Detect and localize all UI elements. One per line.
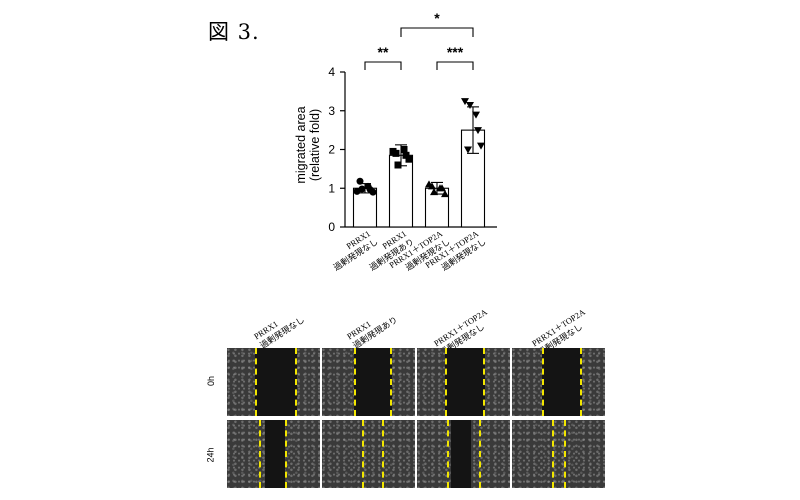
figure-title: 図 3. <box>208 20 260 44</box>
data-point <box>405 155 413 163</box>
data-point <box>477 142 485 150</box>
data-point <box>464 146 472 154</box>
significance-brackets: ****** <box>364 10 474 70</box>
y-axis-label-line2: (relative fold) <box>308 109 322 181</box>
micrograph-24h-2 <box>322 420 415 488</box>
y-tick-label: 4 <box>328 65 335 79</box>
data-point <box>400 146 408 153</box>
y-axis-label-line1: migrated area <box>294 106 308 183</box>
data-point <box>392 149 400 157</box>
significance-bracket <box>364 61 402 70</box>
chart-bars <box>352 106 486 228</box>
significance-label: *** <box>447 44 464 60</box>
data-point <box>356 177 364 185</box>
data-point <box>472 111 480 119</box>
data-point <box>394 161 402 169</box>
row-label-24h: 24h <box>205 447 216 463</box>
significance-label: ** <box>378 44 389 60</box>
data-point <box>466 101 474 109</box>
y-tick-label: 1 <box>328 181 335 195</box>
y-tick-label: 2 <box>328 143 335 157</box>
micrograph-0h-4 <box>512 348 605 416</box>
data-point <box>430 188 438 196</box>
data-point <box>441 190 449 198</box>
micrograph-0h-2 <box>322 348 415 416</box>
micrograph-24h-1 <box>227 420 320 488</box>
significance-bracket <box>436 61 474 70</box>
significance-label: * <box>434 10 440 26</box>
micrograph-24h-3 <box>417 420 510 488</box>
data-point <box>402 151 410 159</box>
data-point <box>474 127 482 135</box>
micrograph-24h-4 <box>512 420 605 488</box>
data-point <box>438 184 446 192</box>
significance-bracket <box>400 27 474 37</box>
data-point <box>366 185 374 193</box>
row-label-0h: 0h <box>206 375 217 387</box>
data-point <box>461 98 469 106</box>
data-point <box>358 185 366 193</box>
y-tick-label: 0 <box>328 220 335 234</box>
micrograph-0h-3 <box>417 348 510 416</box>
micrograph-0h-1 <box>227 348 320 416</box>
y-tick-label: 3 <box>328 104 335 118</box>
data-point <box>428 182 436 190</box>
chart-points <box>353 98 485 198</box>
